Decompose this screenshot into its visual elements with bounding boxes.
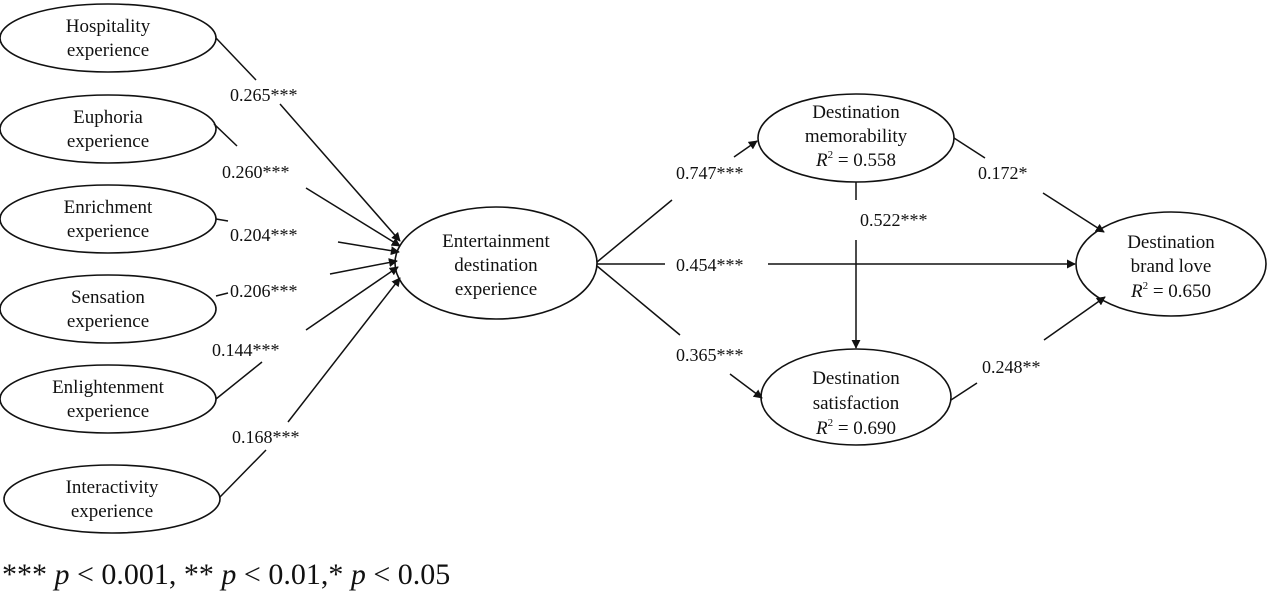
- path-arrow-interactivity: [287, 277, 401, 423]
- path-coefficient-enrichment: 0.204***: [230, 225, 298, 245]
- path-arrow-interactivity: [219, 449, 267, 498]
- node-label-line: experience: [67, 221, 149, 242]
- node-label-line: experience: [455, 279, 537, 300]
- node-enrichment-experience: Enrichment experience: [0, 184, 217, 254]
- significance-footnote: *** p < 0.001, ** p < 0.01,* p < 0.05: [2, 558, 450, 591]
- r-squared-label: R2 = 0.650: [1130, 280, 1211, 302]
- path-arrow-ent-memorability: [596, 199, 673, 263]
- node-label-line: brand love: [1131, 256, 1212, 277]
- path-coefficient-interactivity: 0.168***: [232, 427, 300, 447]
- path-coefficient-hospitality: 0.265***: [230, 85, 298, 105]
- path-arrow-sensation: [215, 292, 229, 297]
- path-coefficient-ent-memorability: 0.747***: [676, 163, 744, 183]
- path-arrow-enrichment: [215, 218, 229, 222]
- path-arrow-hospitality: [215, 37, 257, 81]
- r-squared-label: R2 = 0.690: [815, 417, 896, 439]
- node-label-line: Destination: [812, 102, 900, 123]
- node-hospitality-experience: Hospitality experience: [0, 3, 217, 73]
- node-enlightenment-experience: Enlightenment experience: [0, 364, 217, 434]
- node-destination-brand-love: Destination brand love R2 = 0.650: [1075, 211, 1267, 317]
- path-coefficient-sat-brandlove: 0.248**: [982, 357, 1041, 377]
- path-arrow-sensation: [329, 258, 398, 275]
- path-coefficient-mem-satisfaction: 0.522***: [860, 210, 928, 230]
- path-arrow-enlightenment: [215, 361, 263, 400]
- node-label-line: Euphoria: [73, 107, 143, 128]
- node-label-line: experience: [67, 131, 149, 152]
- node-euphoria-experience: Euphoria experience: [0, 94, 217, 164]
- path-arrow-ent-memorability: [733, 140, 758, 158]
- node-label-line: Destination: [812, 368, 900, 389]
- node-label-line: experience: [71, 501, 153, 522]
- path-coefficient-mem-brandlove: 0.172*: [978, 163, 1028, 183]
- path-arrow-mem-brandlove: [953, 137, 986, 159]
- node-label-line: experience: [67, 40, 149, 61]
- path-coefficient-euphoria: 0.260***: [222, 162, 290, 182]
- path-coefficient-enlightenment: 0.144***: [212, 340, 280, 360]
- path-arrow-sat-brandlove: [1043, 296, 1106, 341]
- path-arrow-euphoria: [213, 123, 238, 147]
- node-label-line: Entertainment: [442, 231, 550, 252]
- node-label-line: destination: [454, 255, 538, 276]
- path-arrow-hospitality: [279, 103, 401, 242]
- path-arrow-mem-brandlove: [1042, 192, 1105, 233]
- path-coefficient-ent-brandlove: 0.454***: [676, 255, 744, 275]
- node-label-line: experience: [67, 311, 149, 332]
- node-destination-memorability: Destination memorability R2 = 0.558: [757, 93, 955, 183]
- path-coefficient-ent-satisfaction: 0.365***: [676, 345, 744, 365]
- node-label-line: satisfaction: [813, 393, 900, 414]
- node-label-line: Interactivity: [66, 477, 159, 498]
- node-label-line: Hospitality: [66, 16, 151, 37]
- path-arrow-ent-satisfaction: [729, 373, 763, 399]
- node-label-line: Enlightenment: [52, 377, 165, 398]
- path-arrow-enrichment: [337, 241, 400, 256]
- node-interactivity-experience: Interactivity experience: [3, 464, 221, 534]
- path-arrow-ent-satisfaction: [596, 265, 681, 336]
- path-arrow-euphoria: [305, 187, 401, 247]
- node-entertainment-destination-experience: Entertainment destination experience: [394, 206, 598, 320]
- node-label-line: Destination: [1127, 232, 1215, 253]
- path-coefficient-sensation: 0.206***: [230, 281, 298, 301]
- node-destination-satisfaction: Destination satisfaction R2 = 0.690: [760, 348, 952, 446]
- node-label-line: Enrichment: [64, 197, 153, 218]
- node-label-line: experience: [67, 401, 149, 422]
- path-arrow-sat-brandlove: [950, 382, 978, 401]
- node-sensation-experience: Sensation experience: [0, 274, 217, 344]
- r-squared-label: R2 = 0.558: [815, 149, 896, 171]
- node-label-line: memorability: [805, 126, 908, 147]
- path-arrow-enlightenment: [305, 266, 399, 331]
- node-label-line: Sensation: [71, 287, 145, 308]
